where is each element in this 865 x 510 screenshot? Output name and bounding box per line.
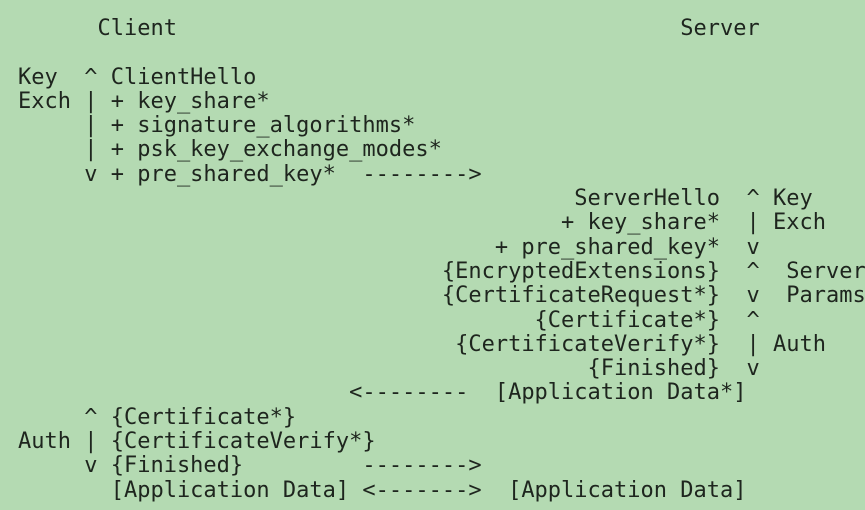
figure-line-psk-key-exchange-modes: | + psk_key_exchange_modes*	[18, 137, 442, 163]
figure-line-server-pre-shared-key: + pre_shared_key* v	[18, 234, 760, 260]
figure-line-server-certificate: {Certificate*} ^	[18, 307, 760, 333]
figure-line-blank	[18, 41, 865, 65]
figure-line-headers: Client Server	[18, 16, 760, 41]
figure-line-server-key-share: + key_share* | Exch	[18, 210, 826, 236]
figure-line-pre-shared-key-arrow: v + pre_shared_key* -------->	[18, 161, 482, 187]
figure-line-server-finished: {Finished} v	[18, 356, 760, 382]
figure-line-application-data-exchange: [Application Data] <-------> [Applicatio…	[18, 477, 747, 503]
figure-line-client-certificate-verify: Auth | {CertificateVerify*}	[18, 429, 376, 455]
figure-line-signature-algorithms: | + signature_algorithms*	[18, 113, 416, 139]
figure-line-encrypted-extensions: {EncryptedExtensions} ^ Server	[18, 258, 865, 284]
figure-line-server-application-data: <-------- [Application Data*]	[18, 380, 747, 406]
figure-line-certificate-request: {CertificateRequest*} v Params	[18, 283, 865, 309]
figure-line-client-certificate: ^ {Certificate*}	[18, 404, 297, 430]
figure-line-serverhello: ServerHello ^ Key	[18, 186, 813, 212]
figure-line-clienthello: Key ^ ClientHello	[18, 64, 257, 90]
figure-line-server-certificate-verify: {CertificateVerify*} | Auth	[18, 331, 826, 357]
figure-line-key-share: Exch | + key_share*	[18, 88, 270, 114]
figure-line-client-finished-arrow: v {Finished} -------->	[18, 453, 482, 479]
